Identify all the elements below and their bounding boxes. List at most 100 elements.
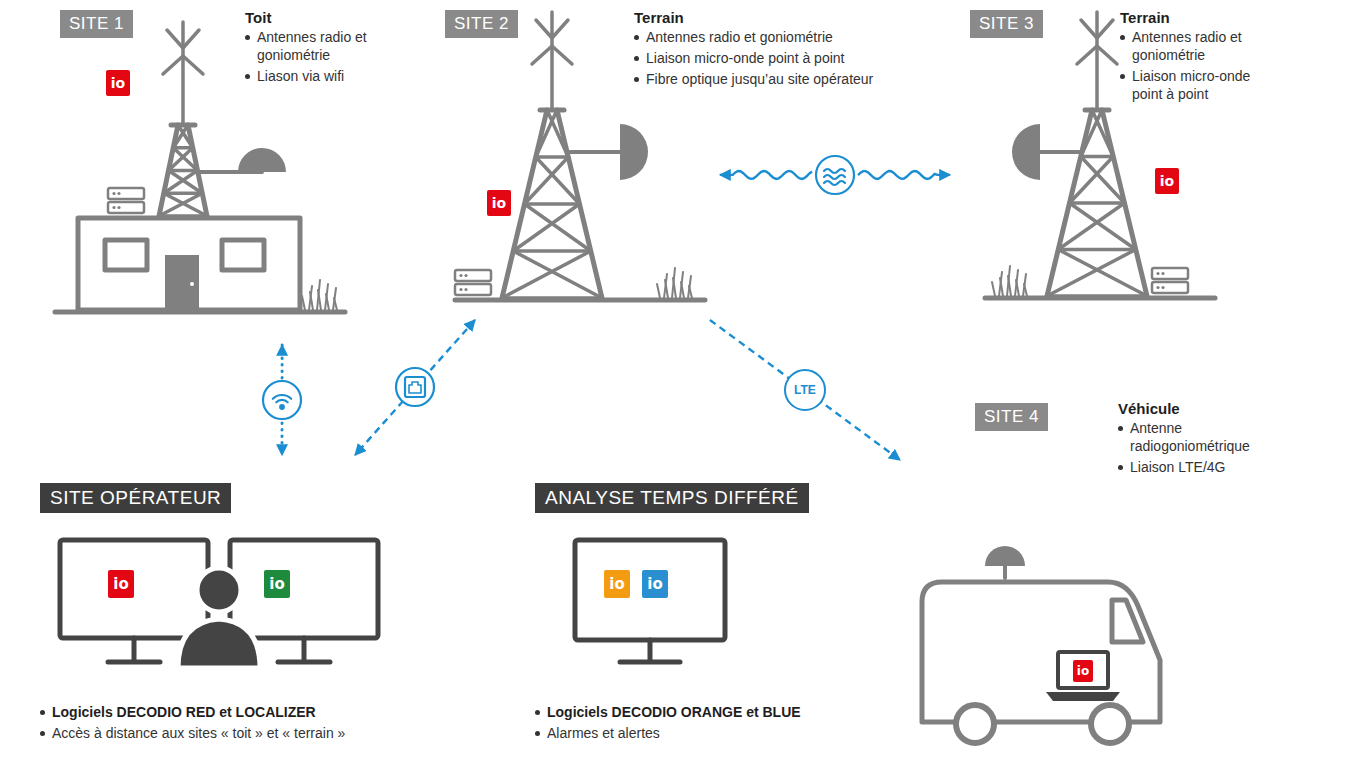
tower-strut bbox=[547, 110, 568, 157]
grass bbox=[992, 266, 1027, 296]
bullet-dot bbox=[634, 56, 639, 61]
site-tag: SITE 4 bbox=[975, 403, 1048, 431]
logo-text: io bbox=[113, 575, 128, 593]
bullet-text: Logiciels DECODIO ORANGE et BLUE bbox=[547, 704, 801, 720]
tower-strut bbox=[536, 155, 569, 159]
bullet-dot bbox=[634, 77, 639, 82]
tower-strut bbox=[181, 22, 185, 125]
tower-strut bbox=[167, 30, 183, 48]
tower-strut bbox=[163, 56, 183, 74]
analysis-monitor bbox=[575, 540, 725, 662]
logo-text: io bbox=[1077, 664, 1089, 678]
bullet-item: Liaison micro-onde point à point bbox=[1120, 67, 1280, 103]
bullet-text: Liaison micro-onde point à point bbox=[1132, 68, 1250, 102]
tower-strut bbox=[169, 148, 193, 171]
tower-strut bbox=[513, 204, 579, 251]
label-wrap: SITE 2 bbox=[445, 10, 518, 38]
tower-strut bbox=[1097, 46, 1117, 64]
label-wrap: SITE OPÉRATEUR bbox=[40, 483, 231, 513]
tower-strut bbox=[532, 46, 552, 64]
tower-strut bbox=[1070, 201, 1125, 205]
bullet-text: Antenne radiogoniométrique bbox=[1130, 420, 1250, 454]
bullet-text: Liaison micro-onde point à point bbox=[646, 50, 844, 66]
tower-strut bbox=[502, 251, 591, 298]
logo-text: io bbox=[609, 575, 624, 593]
io-logo: io bbox=[106, 70, 130, 96]
tower-strut bbox=[159, 214, 207, 218]
tower-strut bbox=[513, 249, 591, 253]
io-logo: io bbox=[108, 570, 134, 598]
link-connector bbox=[355, 320, 475, 455]
bullet-dot bbox=[245, 35, 250, 40]
bullet-dot bbox=[1120, 74, 1125, 79]
bullet-dot bbox=[535, 731, 540, 736]
bullet-item: Alarmes et alertes bbox=[535, 724, 855, 742]
label-wrap: ANALYSE TEMPS DIFFÉRÉ bbox=[535, 483, 809, 513]
bullet-text: Alarmes et alertes bbox=[547, 725, 660, 741]
tower-strut bbox=[183, 30, 199, 48]
bullet-dot bbox=[1120, 35, 1125, 40]
server-rack bbox=[1152, 268, 1188, 293]
bullet-dot bbox=[1118, 426, 1123, 431]
tower-strut bbox=[536, 110, 557, 157]
logo-text: io bbox=[647, 575, 662, 593]
link-connector bbox=[710, 320, 900, 460]
zone-panel: ANALYSE TEMPS DIFFÉRÉ Logiciels DECODIO O… bbox=[520, 470, 860, 752]
bullet-item: Liaison LTE/4G bbox=[1118, 458, 1278, 476]
tower-strut bbox=[1092, 110, 1113, 157]
tower-strut bbox=[183, 56, 203, 74]
grass bbox=[302, 280, 337, 310]
bullet-item: Logiciels DECODIO RED et LOCALIZER bbox=[40, 703, 450, 721]
zone-panel: SITE OPÉRATEUR Logiciels DECODIO RED et L… bbox=[30, 455, 450, 752]
tower-strut bbox=[1097, 20, 1113, 38]
window bbox=[105, 240, 147, 270]
tower-strut bbox=[536, 157, 580, 204]
tower-strut bbox=[1070, 203, 1136, 250]
tower-strut bbox=[1070, 157, 1114, 204]
tower-strut bbox=[550, 12, 554, 110]
bullet-dot bbox=[40, 731, 45, 736]
site-tag: SITE 2 bbox=[445, 10, 518, 38]
bullet-text: Antennes radio et goniométrie bbox=[646, 29, 833, 45]
bullet-item: Antennes radio et goniométrie bbox=[634, 28, 919, 46]
bullet-item: Liaison micro-onde point à point bbox=[634, 49, 919, 67]
bullet-item: Liason via wifi bbox=[245, 67, 385, 85]
tower-strut bbox=[525, 157, 569, 204]
bullet-item: Logiciels DECODIO ORANGE et BLUE bbox=[535, 703, 855, 721]
bullet-item: Antennes radio et goniométrie bbox=[245, 28, 385, 64]
bullet-text: Antennes radio et goniométrie bbox=[1132, 29, 1242, 63]
io-logo: io bbox=[1073, 660, 1093, 682]
site-illustrations bbox=[55, 12, 1215, 743]
bullet-dot bbox=[535, 710, 540, 715]
server-rack bbox=[108, 188, 144, 213]
site-panel: SITE 2TerrainAntennes radio et goniométr… bbox=[440, 8, 720, 320]
logo-text: io bbox=[111, 75, 125, 91]
tower-strut bbox=[164, 171, 198, 194]
bullet-item: Antennes radio et goniométrie bbox=[1120, 28, 1280, 64]
tower-strut bbox=[1081, 20, 1097, 38]
tower-strut bbox=[552, 20, 568, 38]
tower-strut bbox=[502, 296, 602, 300]
door-knob bbox=[190, 282, 194, 286]
ground-line bbox=[55, 310, 345, 315]
zone-title: ANALYSE TEMPS DIFFÉRÉ bbox=[535, 483, 809, 513]
bullet-dot bbox=[634, 35, 639, 40]
bullet-dot bbox=[40, 710, 45, 715]
label-wrap: SITE 1 bbox=[60, 10, 133, 38]
site-heading: Terrain bbox=[634, 8, 919, 27]
door bbox=[165, 255, 199, 310]
tower-strut bbox=[1081, 157, 1125, 204]
vehicle bbox=[922, 546, 1160, 743]
link-label: LTE bbox=[794, 383, 816, 397]
bullet-item: Accès à distance aux sites « toit » et «… bbox=[40, 724, 450, 742]
tower-strut bbox=[1058, 248, 1136, 252]
tower-strut bbox=[1077, 46, 1097, 64]
io-logo: io bbox=[1155, 168, 1179, 194]
site-heading: Terrain bbox=[1120, 8, 1280, 27]
label-wrap: SITE 4 bbox=[975, 403, 1048, 431]
io-logo: io bbox=[642, 570, 668, 598]
tower-strut bbox=[1081, 155, 1114, 159]
tower-strut bbox=[173, 148, 197, 171]
